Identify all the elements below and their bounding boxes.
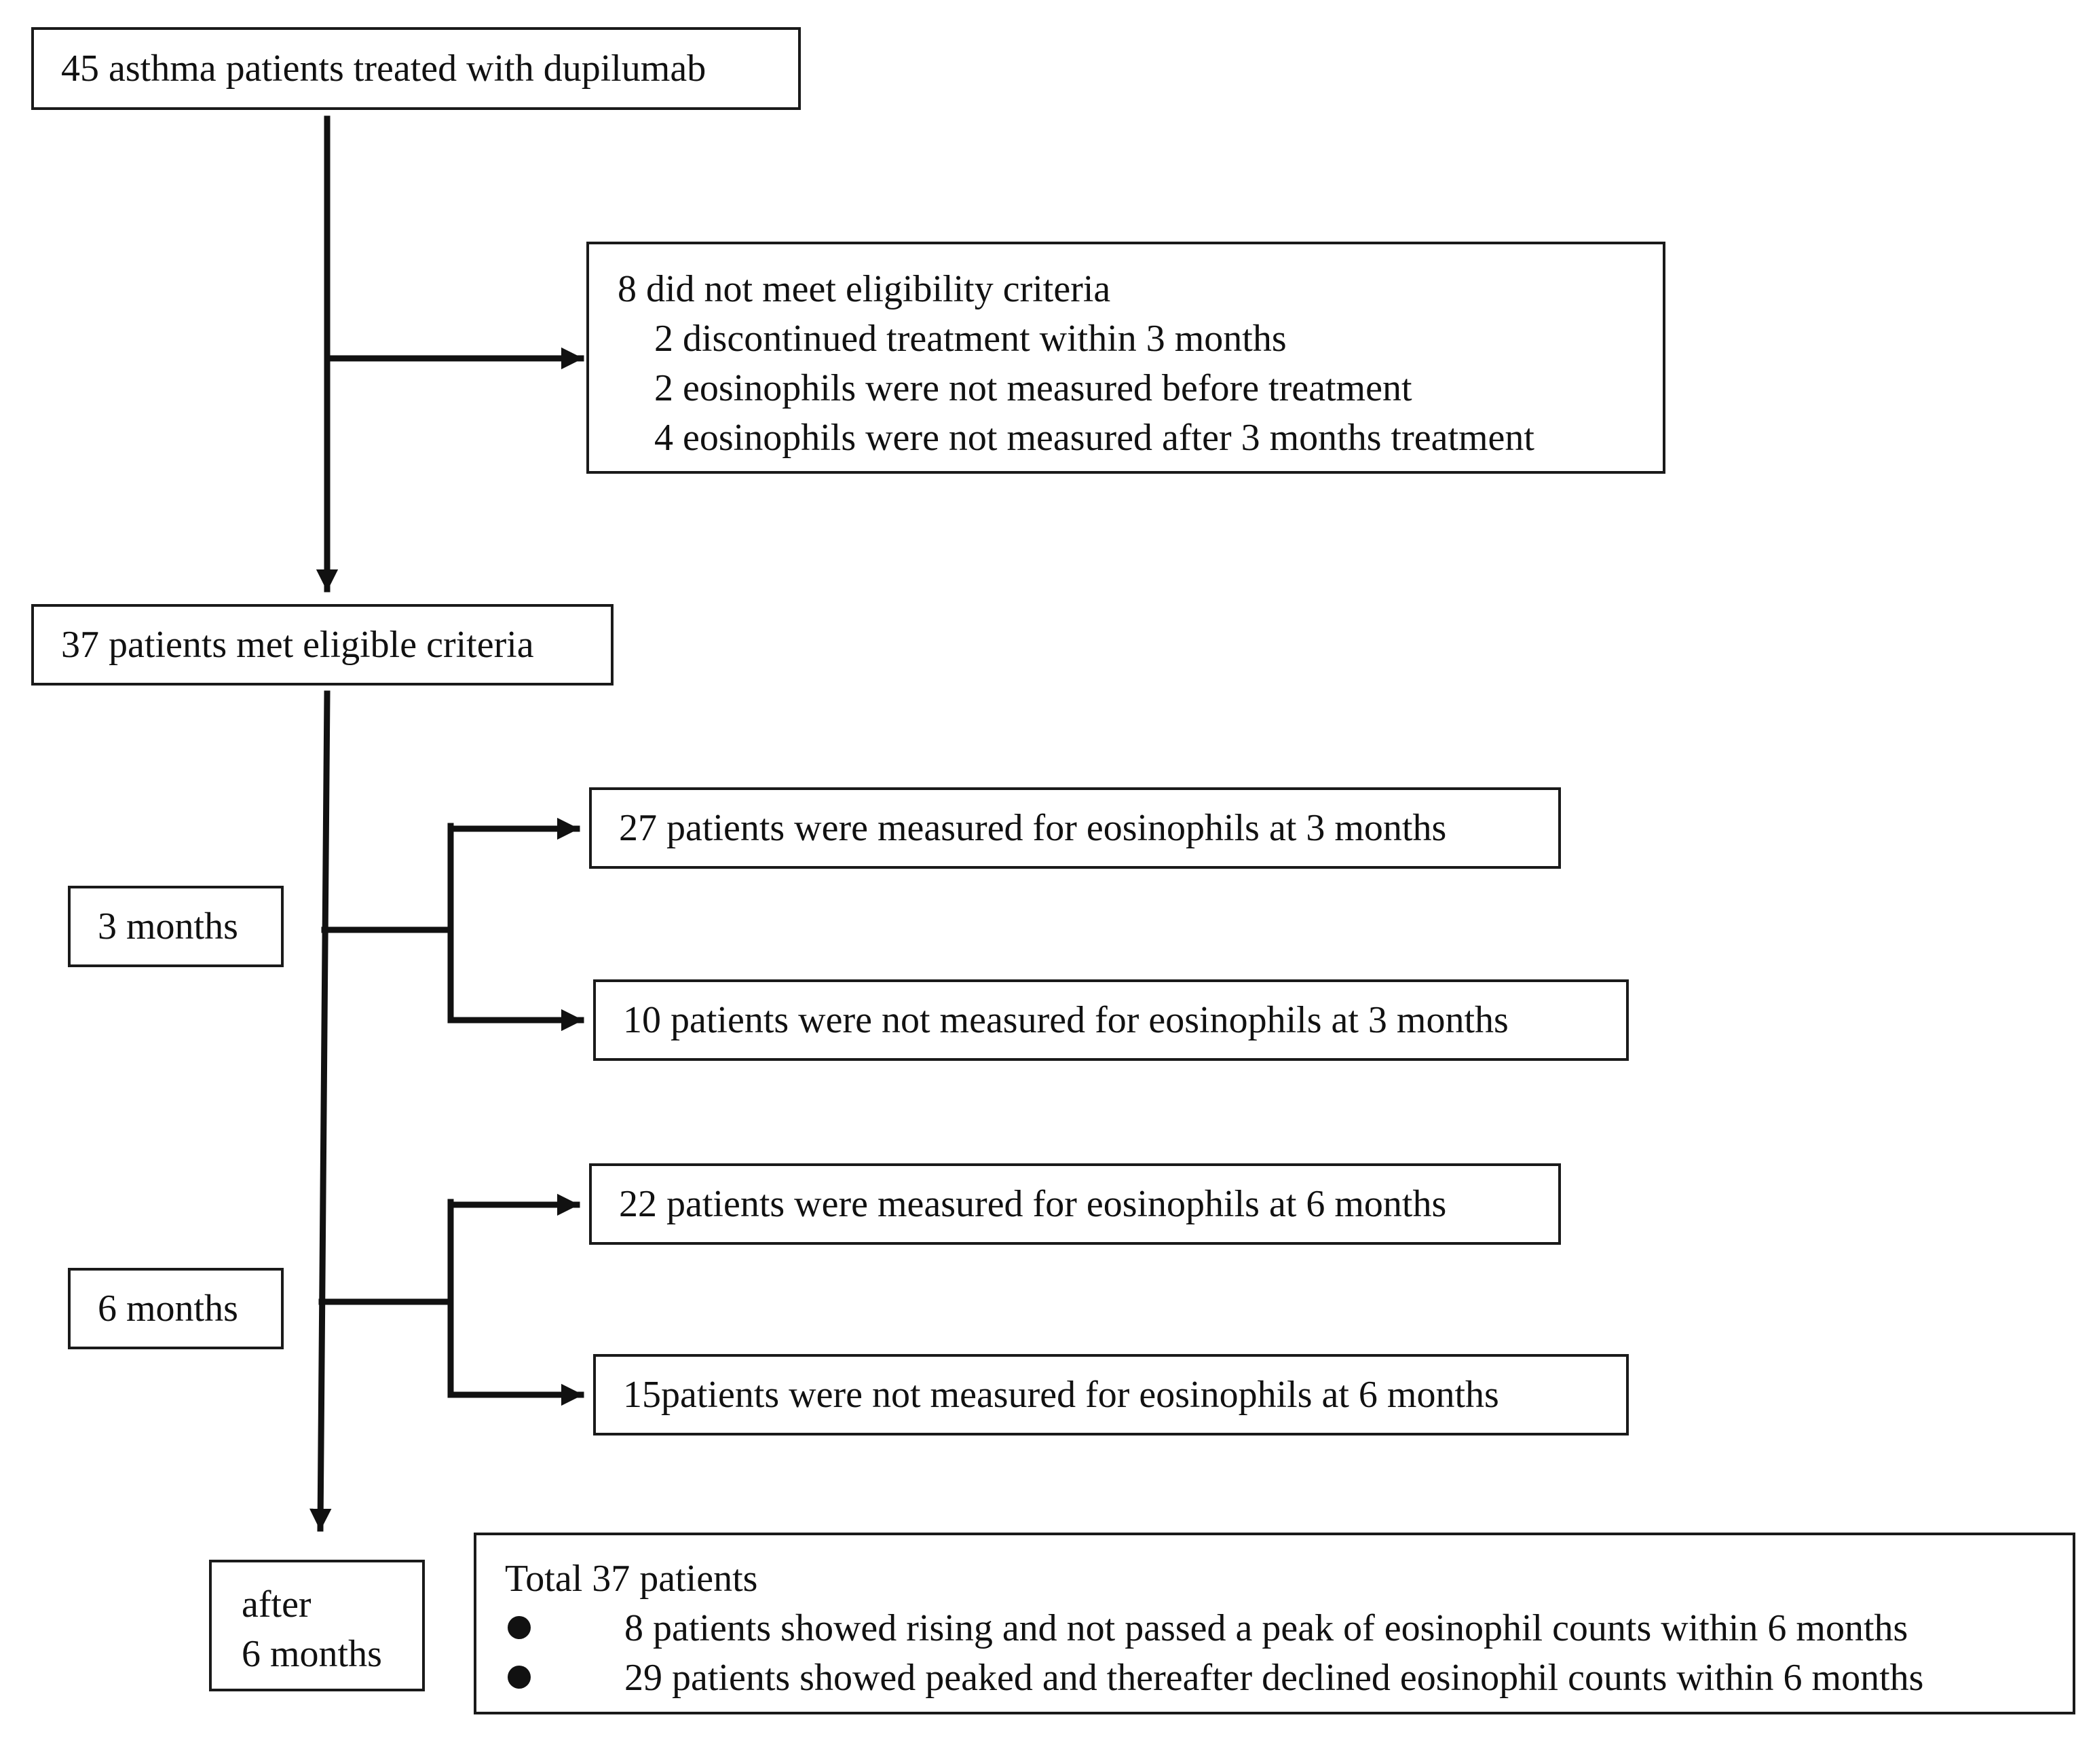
exclusion-title: 8 did not meet eligibility criteria (618, 268, 1111, 310)
bullet-icon (508, 1666, 531, 1689)
exclusion-box: 8 did not meet eligibility criteria 2 di… (586, 242, 1665, 474)
three-month-measured-box: 27 patients were measured for eosinophil… (589, 787, 1561, 869)
after-months-label: 6 months (242, 1633, 382, 1675)
three-month-not-measured-box: 10 patients were not measured for eosino… (593, 979, 1629, 1061)
start-box: 45 asthma patients treated with dupiluma… (31, 27, 801, 110)
eligible-label: 37 patients met eligible criteria (61, 624, 534, 666)
exclusion-reason: 2 eosinophils were not measured before t… (654, 367, 1412, 409)
exclusion-reason: 2 discontinued treatment within 3 months (654, 318, 1287, 360)
after-six-months-box: after 6 months (209, 1560, 425, 1691)
three-month-measured-label: 27 patients were measured for eosinophil… (619, 807, 1447, 849)
eligible-box: 37 patients met eligible criteria (31, 604, 614, 686)
six-month-not-measured-box: 15patients were not measured for eosinop… (593, 1354, 1629, 1435)
summary-item: 29 patients showed peaked and thereafter… (624, 1657, 1924, 1699)
six-month-measured-box: 22 patients were measured for eosinophil… (589, 1163, 1561, 1245)
summary-box: Total 37 patients 8 patients showed risi… (474, 1533, 2075, 1714)
six-months-label: 6 months (98, 1288, 238, 1330)
three-month-not-measured-label: 10 patients were not measured for eosino… (623, 999, 1509, 1041)
summary-title: Total 37 patients (505, 1558, 758, 1600)
three-months-label: 3 months (98, 905, 238, 947)
summary-item: 8 patients showed rising and not passed … (624, 1607, 1908, 1649)
exclusion-reason: 4 eosinophils were not measured after 3 … (654, 417, 1534, 459)
main-flow-arrow-2 (309, 690, 332, 1532)
bullet-icon (508, 1616, 531, 1639)
six-months-box: 6 months (68, 1268, 284, 1349)
after-label: after (242, 1583, 312, 1626)
three-months-box: 3 months (68, 886, 284, 967)
six-month-not-measured-label: 15patients were not measured for eosinop… (623, 1374, 1499, 1416)
start-label: 45 asthma patients treated with dupiluma… (61, 48, 706, 90)
six-month-measured-label: 22 patients were measured for eosinophil… (619, 1183, 1447, 1225)
